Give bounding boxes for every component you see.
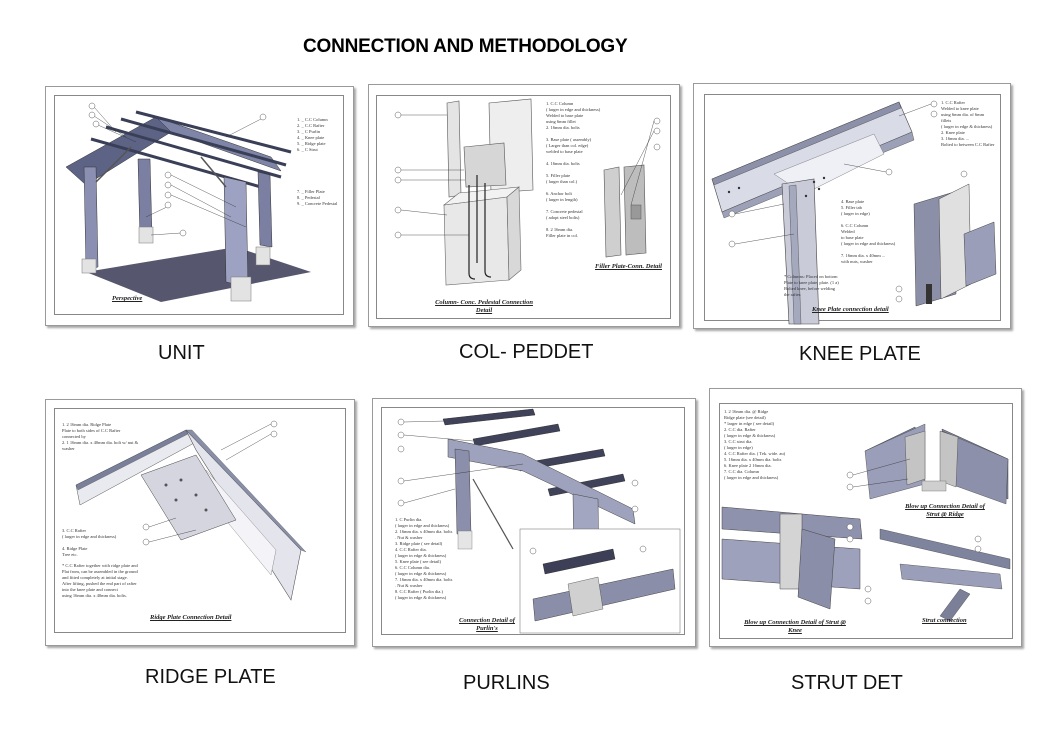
caption-ridge-plate: Ridge Plate Connection Detail xyxy=(150,614,232,621)
label-purlins: PURLINS xyxy=(463,672,550,694)
panel-purlins: 1. C Purlin dia.( larger in edge and thi… xyxy=(372,398,696,647)
panel-col-peddet: 1. C.C Column( larger in edge and thickn… xyxy=(368,84,680,327)
col-peddet-drawing xyxy=(394,98,661,286)
caption-strut-knee: Blow up Connection Detail of Strut @ Kne… xyxy=(744,619,846,634)
ridge-plate-drawing xyxy=(75,420,307,601)
unit-perspective-drawing xyxy=(65,102,311,302)
caption-knee-plate: Knee Plate connection detail xyxy=(812,306,889,313)
caption-purlins: Connection Detail of Purlin's xyxy=(459,617,515,632)
knee-plate-drawing xyxy=(711,100,997,325)
label-ridge-plate: RIDGE PLATE xyxy=(145,666,276,688)
caption-perspective: Perspective xyxy=(112,295,143,302)
purlins-drawing xyxy=(397,408,681,634)
label-col-peddet: COL- PEDDET xyxy=(459,341,594,363)
caption-strut-ridge: Blow up Connection Detail of Strut @ Rid… xyxy=(905,503,985,518)
strut-det-drawing xyxy=(721,423,1011,622)
label-strut-det: STRUT DET xyxy=(791,672,903,694)
purlins-notes: 1. C Purlin dia.( larger in edge and thi… xyxy=(395,517,453,600)
page-title: CONNECTION AND METHODOLOGY xyxy=(303,36,628,57)
ridge-plate-notes-3: * C.C Rafter together with ridge plate a… xyxy=(62,563,138,598)
label-knee-plate: KNEE PLATE xyxy=(799,343,921,365)
caption-column-pedestal: Column- Conc. Pedestal Connection Detail xyxy=(435,299,533,314)
caption-filler-plate: Filler Plate-Conn. Detail xyxy=(595,263,662,270)
caption-strut-connection: Strut connection xyxy=(922,617,967,624)
col-peddet-notes: 1. C.C Column( larger in edge and thickn… xyxy=(546,101,601,238)
label-unit: UNIT xyxy=(158,342,205,364)
ridge-plate-notes-2: 3. C.C Rafter( larger in edge and thickn… xyxy=(62,528,117,557)
